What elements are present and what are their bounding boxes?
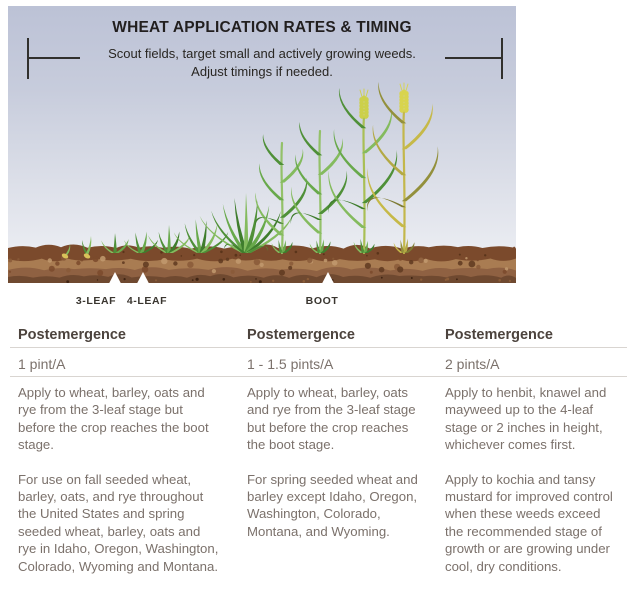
rate-value: 2 pints/A (445, 356, 500, 372)
paragraph: Apply to kochia and tansy mustard for im… (445, 471, 613, 574)
column-body: Apply to wheat, barley, oats and rye fro… (247, 384, 421, 557)
column-header: Postemergence (18, 327, 126, 343)
rate-value: 1 - 1.5 pints/A (247, 356, 334, 372)
field-illustration (8, 81, 516, 283)
subtitle-line-1: Scout fields, target small and actively … (108, 46, 416, 61)
stage-label-3-leaf: 3-LEAF (75, 295, 117, 307)
rate-value: 1 pint/A (18, 356, 66, 372)
subtitle-line-2: Adjust timings if needed. (191, 63, 333, 79)
paragraph: For spring seeded wheat and barley excep… (247, 471, 418, 539)
paragraph: For use on fall seeded wheat, barley, oa… (18, 471, 219, 574)
table-rule-bottom (10, 376, 627, 377)
column-body: Apply to henbit, knawel and mayweed up t… (445, 384, 621, 592)
bracket-left-line (28, 57, 80, 59)
column-body: Apply to wheat, barley, oats and rye fro… (18, 384, 220, 592)
page-subtitle: Scout fields, target small and actively … (8, 45, 516, 80)
page-title: WHEAT APPLICATION RATES & TIMING (112, 19, 412, 36)
bracket-right-tick (501, 38, 503, 79)
stage-label-4-leaf: 4-LEAF (126, 295, 168, 307)
table-rule-top (10, 347, 627, 348)
hero-panel: WHEAT APPLICATION RATES & TIMING Scout f… (8, 6, 516, 283)
paragraph: Apply to wheat, barley, oats and rye fro… (18, 385, 209, 453)
stage-label-boot: BOOT (305, 295, 339, 307)
bracket-right-line (445, 57, 502, 59)
column-header: Postemergence (247, 327, 355, 343)
paragraph: Apply to wheat, barley, oats and rye fro… (247, 385, 416, 453)
column-header: Postemergence (445, 327, 553, 343)
application-table: Postemergence 1 pint/A Apply to wheat, b… (0, 325, 632, 612)
paragraph: Apply to henbit, knawel and mayweed up t… (445, 385, 607, 453)
